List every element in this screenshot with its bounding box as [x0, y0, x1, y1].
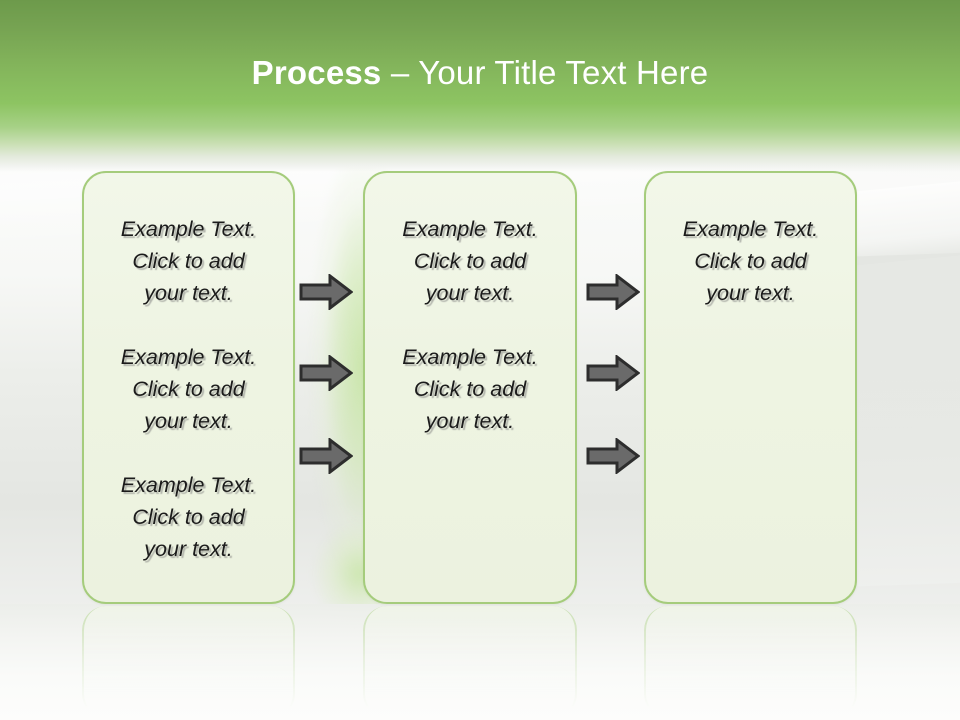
header-band	[0, 0, 960, 172]
page-title: Process – Your Title Text Here	[0, 52, 960, 94]
text-placeholder[interactable]: Example Text. Click to add your text.	[402, 345, 538, 433]
title-remaining-part: Your Title Text Here	[418, 54, 709, 91]
box-reflection-1	[82, 606, 295, 718]
text-placeholder[interactable]: Example Text. Click to add your text.	[120, 473, 257, 561]
right-arrow-icon[interactable]	[586, 438, 640, 474]
title-separator: –	[381, 54, 419, 91]
process-box-1[interactable]: Example Text. Click to add your text. Ex…	[82, 171, 295, 604]
text-placeholder[interactable]: Example Text. Click to add your text.	[682, 217, 819, 305]
process-box-3-body: Example Text. Click to add your text.	[646, 173, 855, 309]
process-box-2[interactable]: Example Text. Click to add your text. Ex…	[363, 171, 577, 604]
right-arrow-icon[interactable]	[586, 355, 640, 391]
title-bold-part: Process	[251, 54, 382, 91]
box-reflection-3	[644, 606, 857, 718]
box-reflection-2	[363, 606, 577, 718]
right-arrow-icon[interactable]	[299, 438, 353, 474]
process-box-2-body: Example Text. Click to add your text. Ex…	[365, 173, 575, 437]
process-box-3[interactable]: Example Text. Click to add your text.	[644, 171, 857, 604]
text-placeholder[interactable]: Example Text. Click to add your text.	[120, 345, 257, 433]
text-placeholder[interactable]: Example Text. Click to add your text.	[402, 217, 538, 305]
right-arrow-icon[interactable]	[299, 355, 353, 391]
right-arrow-icon[interactable]	[299, 274, 353, 310]
text-placeholder[interactable]: Example Text. Click to add your text.	[120, 217, 257, 305]
process-box-1-body: Example Text. Click to add your text. Ex…	[84, 173, 293, 565]
right-arrow-icon[interactable]	[586, 274, 640, 310]
